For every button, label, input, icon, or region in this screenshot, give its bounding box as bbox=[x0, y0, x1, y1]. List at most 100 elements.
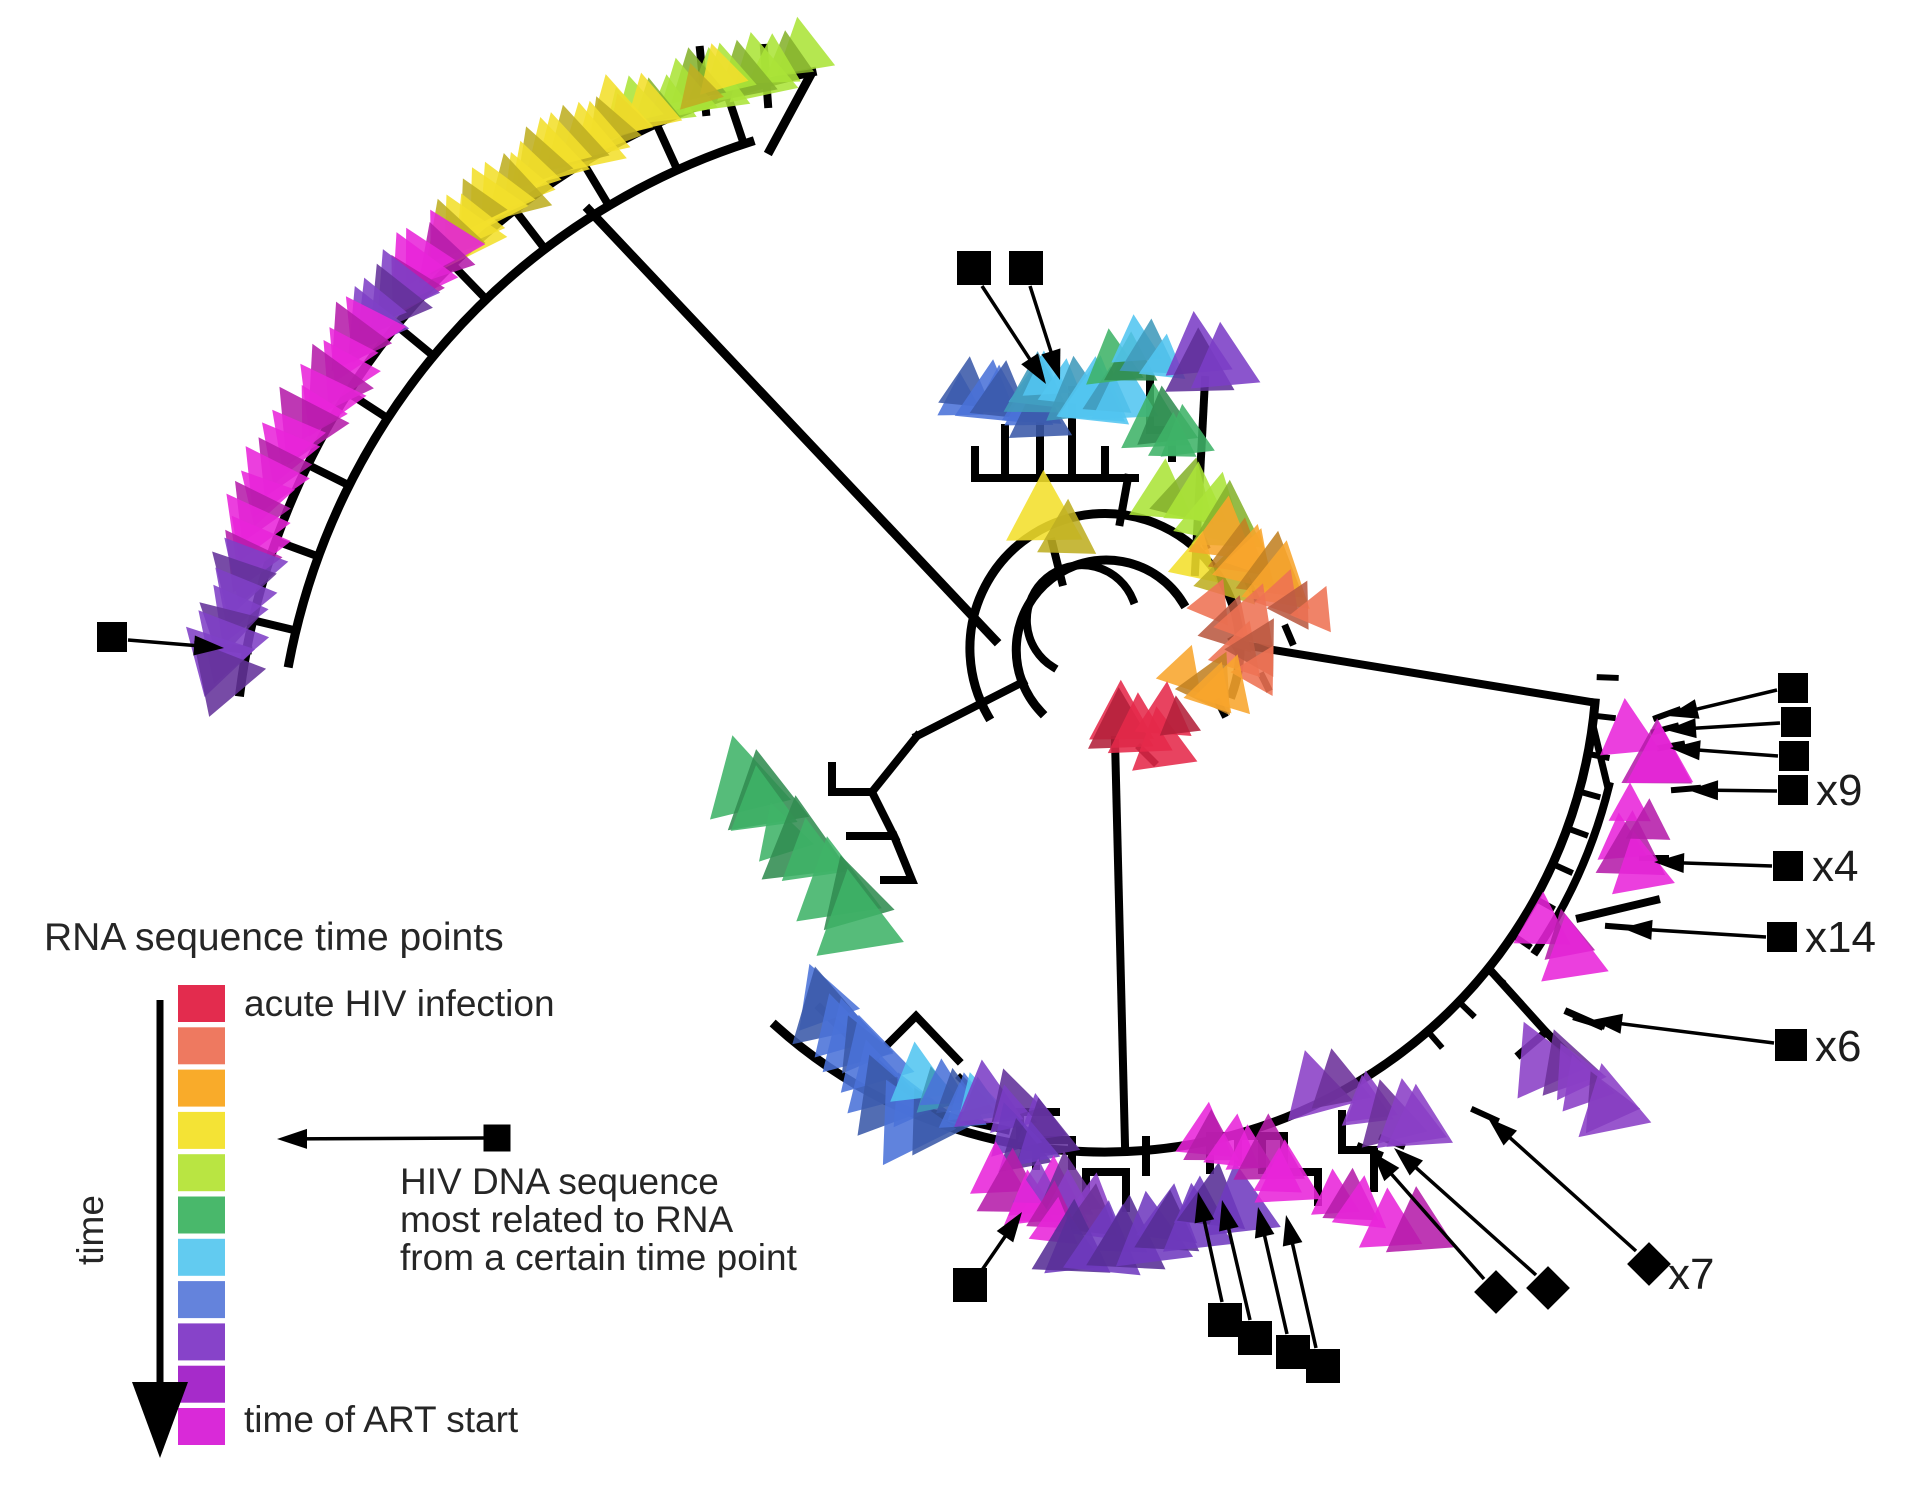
dna-square-top-a bbox=[957, 251, 991, 285]
legend-swatch-1 bbox=[178, 1027, 225, 1065]
legend-graphics bbox=[132, 985, 511, 1458]
dna-square-x9-arrow-head bbox=[1688, 780, 1719, 801]
rna-triangle bbox=[816, 868, 904, 956]
legend-dna-line-2: most related to RNA bbox=[400, 1199, 733, 1240]
cl-magenta-center bbox=[1175, 1101, 1322, 1203]
rna-triangle bbox=[1331, 1175, 1387, 1229]
legend-title: RNA sequence time points bbox=[44, 916, 504, 959]
cl-cyan-top bbox=[1003, 350, 1159, 425]
arc-tick-9 bbox=[1456, 999, 1477, 1020]
dna-square-top-a-arrow-head bbox=[1021, 353, 1046, 384]
dna-square-r3-arrow-line bbox=[1685, 747, 1779, 758]
legend-swatch-8 bbox=[178, 1323, 225, 1361]
legend-acute-label: acute HIV infection bbox=[244, 983, 555, 1024]
run-yellow bbox=[426, 74, 654, 269]
rna-triangle bbox=[1132, 706, 1198, 771]
rna-triangle bbox=[1385, 1186, 1456, 1253]
dna-diamond-x7-arrow-line bbox=[1498, 1127, 1638, 1253]
branch-52 bbox=[1575, 895, 1661, 923]
cl-orange-low bbox=[1155, 644, 1250, 716]
dna-diamond-a-arrow-head bbox=[1372, 1152, 1400, 1182]
branch-15 bbox=[866, 730, 923, 798]
arc-rung-4 bbox=[394, 323, 438, 360]
dna-square-r1 bbox=[1778, 673, 1808, 703]
arc-rung-7 bbox=[581, 163, 613, 209]
dna-square-b4-arrow-line bbox=[1287, 1230, 1318, 1349]
dna-square-b3-arrow-line bbox=[1259, 1222, 1289, 1335]
rna-triangle bbox=[1193, 654, 1250, 715]
dna-square-top-b-group bbox=[1009, 251, 1061, 380]
rna-triangle bbox=[1160, 403, 1215, 457]
dna-square-b1-group bbox=[1194, 1192, 1242, 1337]
cl-purple-far-right bbox=[1517, 1021, 1652, 1138]
rna-triangle bbox=[1254, 1139, 1322, 1203]
dna-diamond-b-arrow-head bbox=[1394, 1148, 1423, 1176]
dna-square-top-b bbox=[1009, 251, 1043, 285]
arc-rung-6 bbox=[513, 209, 549, 253]
cl-magenta-arc-d bbox=[1600, 698, 1694, 784]
dna-square-bottom-left-group bbox=[953, 1212, 1022, 1302]
dna-square-r3 bbox=[1779, 741, 1809, 771]
rna-triangle bbox=[700, 43, 749, 95]
rna-triangle bbox=[1386, 1083, 1453, 1147]
time-arrow-head bbox=[132, 1382, 188, 1458]
legend-swatch-7 bbox=[178, 1281, 225, 1319]
dna-square-x14 bbox=[1767, 922, 1797, 952]
legend-dna-arrow-head bbox=[277, 1128, 307, 1149]
legend-dna-line-3: from a certain time point bbox=[400, 1237, 798, 1278]
dna-square-b2-group bbox=[1219, 1200, 1272, 1355]
rna-triangle bbox=[1159, 695, 1201, 736]
branch-8 bbox=[1022, 561, 1139, 673]
arc-tick-0 bbox=[1596, 674, 1619, 681]
dna-square-b1 bbox=[1208, 1303, 1242, 1337]
dna-square-b3-arrow-head bbox=[1254, 1207, 1275, 1239]
arc-tick-5 bbox=[1551, 861, 1574, 876]
dna-square-x4 bbox=[1773, 851, 1803, 881]
legend-dna-square bbox=[483, 1124, 511, 1152]
run-yellow-mix-a bbox=[680, 43, 749, 110]
legend-dna-arrow-line bbox=[292, 1136, 484, 1141]
dna-square-x14-arrow-head bbox=[1622, 919, 1653, 940]
branch-16 bbox=[828, 762, 876, 796]
arc-tick-8 bbox=[1485, 967, 1507, 986]
dna-square-b3-group bbox=[1254, 1207, 1310, 1369]
dna-square-top-a-arrow-line bbox=[980, 285, 1039, 372]
dna-diamond-b-arrow-line bbox=[1404, 1157, 1538, 1277]
dna-square-left bbox=[97, 622, 127, 652]
cl-magenta-arc-b bbox=[1595, 810, 1675, 895]
dna-square-r2-group bbox=[1666, 707, 1811, 739]
rna-triangle bbox=[680, 63, 724, 110]
dna-square-r2-arrow-line bbox=[1681, 721, 1781, 731]
dna-square-r2-arrow-head bbox=[1666, 718, 1697, 739]
dna-diamond-a-arrow-line bbox=[1381, 1162, 1486, 1281]
dna-square-x6-group: x6 bbox=[1592, 1013, 1861, 1071]
legend-swatch-4 bbox=[178, 1154, 225, 1192]
dna-square-top-a-group bbox=[957, 251, 1046, 384]
dna-square-x4-label: x4 bbox=[1812, 842, 1858, 891]
branch-19 bbox=[971, 446, 1139, 482]
branch-11 bbox=[1232, 639, 1596, 707]
rna-triangle bbox=[1091, 356, 1159, 420]
dna-square-x6-arrow-line bbox=[1607, 1020, 1775, 1045]
rna-triangle bbox=[1625, 798, 1671, 840]
dna-square-x14-arrow-line bbox=[1637, 927, 1767, 939]
dna-square-bottom-left-arrow-head bbox=[996, 1212, 1022, 1243]
legend-art-label: time of ART start bbox=[244, 1399, 519, 1440]
arc-tick-4 bbox=[1566, 825, 1590, 839]
cl-red-b bbox=[1134, 681, 1201, 736]
arc-tick-2 bbox=[1587, 750, 1611, 762]
cl-green-top-b bbox=[1121, 382, 1215, 457]
cl-magenta-arc-a bbox=[1513, 891, 1609, 982]
branch-2 bbox=[763, 69, 817, 157]
dna-diamond-x7-label: x7 bbox=[1668, 1250, 1714, 1299]
arc-rung-5 bbox=[450, 262, 490, 303]
legend-swatch-0 bbox=[178, 985, 225, 1022]
dna-square-b2 bbox=[1238, 1321, 1272, 1355]
dna-square-left-group bbox=[97, 622, 224, 656]
dna-square-b4-arrow-head bbox=[1282, 1215, 1303, 1247]
arc-rung-2 bbox=[305, 461, 353, 490]
dna-square-b1-arrow-head bbox=[1194, 1192, 1215, 1224]
dna-square-x9-label: x9 bbox=[1816, 766, 1862, 815]
dna-square-b4-group bbox=[1282, 1215, 1340, 1383]
